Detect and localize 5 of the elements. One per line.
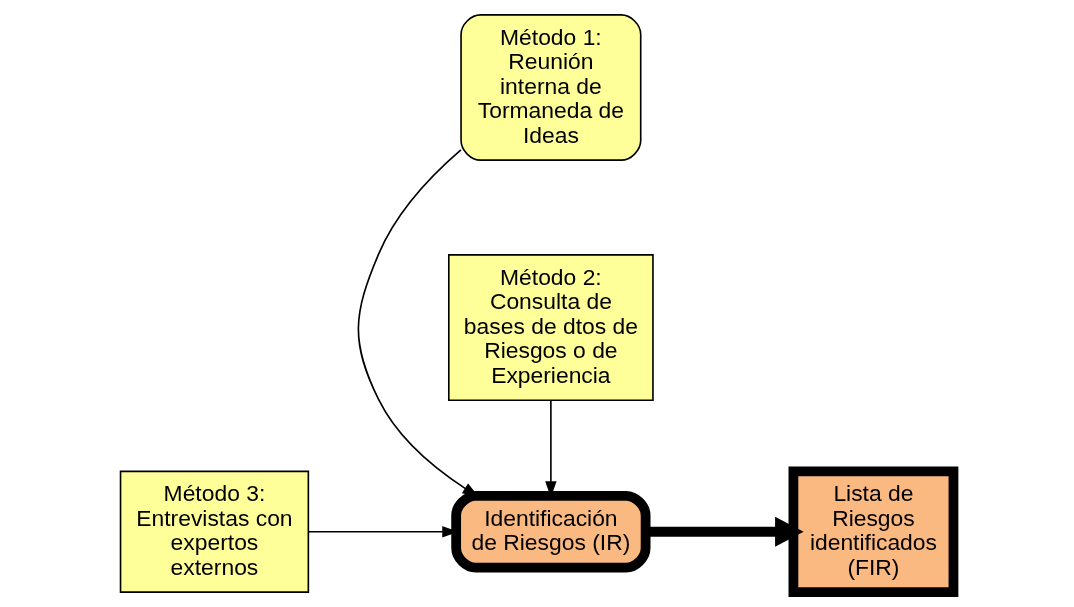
node-box: Método 1: Reunión interna de Tormaneda de Ideas xyxy=(460,14,642,161)
node-box: Lista de Riesgos identificados (FIR) xyxy=(788,466,959,598)
node-box: Método 3: Entrevistas con expertos externos xyxy=(119,470,310,593)
node-box: Identificación de Riesgos (IR) xyxy=(451,490,651,573)
node-box: Método 2: Consulta de bases de dtos de Riesgos o de Experiencia xyxy=(448,254,654,402)
